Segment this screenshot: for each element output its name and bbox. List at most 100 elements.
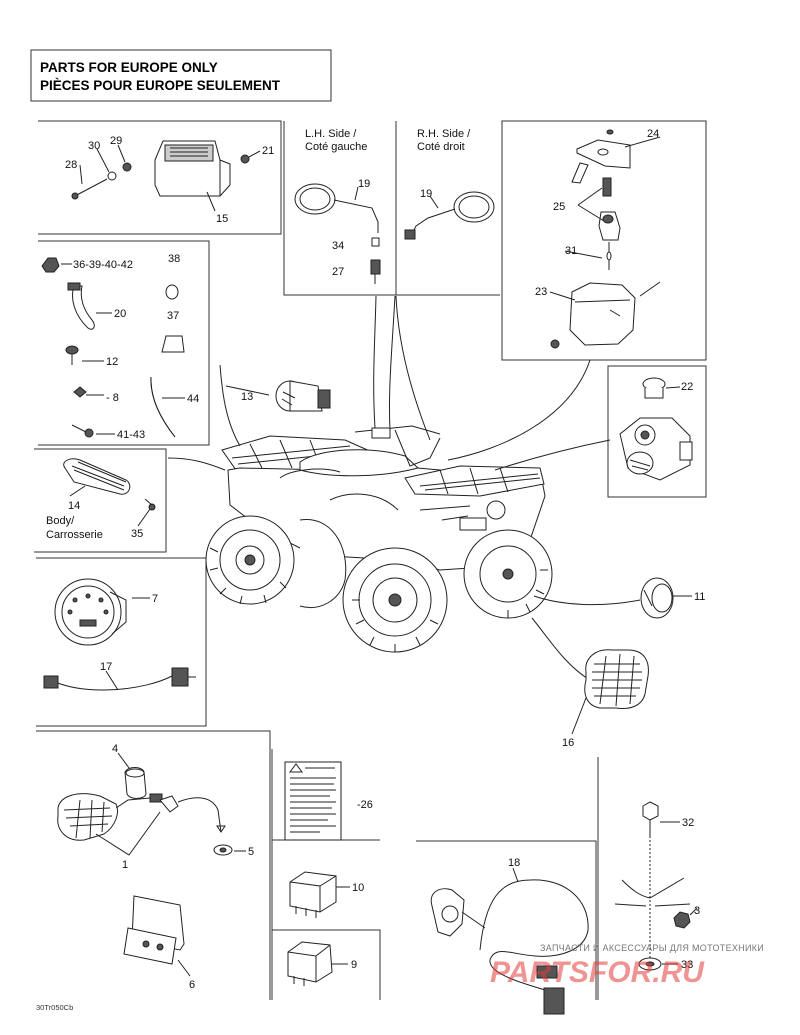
atv-icon (205, 425, 553, 653)
turn-signal-icon (57, 767, 226, 841)
callout-30: 30 (88, 140, 100, 152)
bolt-icon (65, 345, 79, 365)
callout-17: 17 (100, 661, 112, 673)
mirror-icon (404, 191, 495, 240)
leader-lines (167, 295, 641, 681)
tail-light-icon (275, 380, 331, 412)
cable-tie-icon (67, 282, 95, 330)
callout-19-lh: 19 (358, 178, 370, 190)
headlight-icon (550, 281, 661, 349)
grommet-icon (638, 957, 662, 971)
actuator-icon (619, 417, 693, 481)
callout-5: 5 (248, 846, 254, 858)
callout-20: 20 (114, 308, 126, 320)
callout-26: -26 (357, 799, 373, 811)
header-box: PARTS FOR EUROPE ONLY PIÈCES POUR EUROPE… (30, 49, 332, 102)
o-ring-icon (165, 284, 179, 300)
callout-7: 7 (152, 593, 158, 605)
callout-35: 35 (131, 528, 143, 540)
rh-side-label: R.H. Side / (417, 128, 471, 140)
callout-28: 28 (65, 159, 77, 171)
callout-9: 9 (351, 959, 357, 971)
callout-34: 34 (332, 240, 344, 252)
body-label: Body/ (46, 515, 75, 527)
relay-icon (287, 941, 333, 986)
decal-icon (284, 761, 342, 841)
callout-37: 37 (167, 310, 179, 322)
callout-22: 22 (681, 381, 693, 393)
watermark-brand: PARTSFOR.RU (490, 956, 705, 989)
nut-icon (41, 257, 60, 273)
decal-icon (161, 335, 185, 353)
gauge-icon (54, 578, 127, 646)
harness-icon (43, 667, 196, 691)
mirror-lh-group: L.H. Side / Coté gauche 19 34 27 (294, 128, 381, 284)
horn-group: 11 (640, 577, 705, 619)
callout-19-rh: 19 (420, 188, 432, 200)
horn-icon (640, 577, 674, 619)
ignition-switch-icon (571, 129, 631, 270)
ground-group: 32 3 33 (614, 801, 700, 971)
rh-side-label-fr: Coté droit (417, 141, 465, 153)
relay-9-group: 9 (287, 941, 357, 986)
header-line-2: PIÈCES POUR EUROPE SEULEMENT (40, 78, 281, 93)
callout-3: 3 (694, 905, 700, 917)
mirror-icon (294, 183, 381, 284)
headlight-icon (584, 649, 649, 709)
watermark: ЗАПЧАСТИ И АКСЕССУАРЫ ДЛЯ МОТОТЕХНИКИ PA… (490, 943, 764, 989)
callout-23: 23 (535, 286, 547, 298)
screw-icon (71, 424, 94, 438)
callout-31: 31 (565, 245, 577, 257)
callout-16: 16 (562, 737, 574, 749)
callout-18: 18 (508, 857, 520, 869)
callout-6: 6 (189, 979, 195, 991)
turn-signal-group: 4 1 5 (57, 743, 254, 871)
harness-18-group: 18 (430, 857, 589, 1015)
ignition-group: 24 25 31 23 (535, 128, 661, 349)
callout-24: 24 (647, 128, 659, 140)
mirror-rh-group: R.H. Side / Coté droit 19 (404, 128, 495, 240)
watermark-tagline: ЗАПЧАСТИ И АКСЕССУАРЫ ДЛЯ МОТОТЕХНИКИ (540, 943, 764, 953)
harness-icon (430, 879, 589, 1015)
header-line-1: PARTS FOR EUROPE ONLY (40, 60, 218, 75)
nut-icon (122, 154, 250, 172)
decal-group: -26 (284, 761, 373, 841)
grommet-icon (213, 844, 233, 856)
gauge-group: 7 17 (43, 578, 196, 691)
bracket-icon (123, 895, 185, 965)
callout-13: 13 (241, 391, 253, 403)
tail-light-13-group: 13 (225, 380, 331, 412)
callout-27: 27 (332, 266, 344, 278)
callout-38: 38 (168, 253, 180, 265)
callout-12: 12 (106, 356, 118, 368)
callout-4: 4 (112, 743, 118, 755)
bracket-group: 6 (123, 895, 195, 991)
lh-side-label: L.H. Side / (305, 128, 357, 140)
callout-21: 21 (262, 145, 274, 157)
tail-light-group: 28 30 29 21 15 (65, 135, 274, 225)
headlight-16-group: 16 (562, 649, 649, 749)
callout-36-39-40-42: 36-39-40-42 (73, 259, 133, 271)
callout-8: - 8 (106, 392, 119, 404)
callout-11: 11 (694, 591, 705, 603)
callout-1: 1 (122, 859, 128, 871)
clip-icon (73, 386, 87, 398)
nut-icon (673, 911, 691, 929)
callout-10: 10 (352, 882, 364, 894)
bolt-icon (71, 178, 108, 200)
callout-33: 33 (681, 959, 693, 971)
callout-32: 32 (682, 817, 694, 829)
relay-10-group: 10 (289, 871, 364, 918)
callout-44: 44 (187, 393, 199, 405)
drawing-code: 30Tr050Cb (36, 1003, 73, 1012)
switch-22-group: 22 (619, 377, 693, 481)
washer-icon (107, 171, 117, 181)
small-parts-group: 36-39-40-42 38 20 37 12 44 - 8 (41, 253, 199, 441)
bolt-icon (642, 801, 659, 838)
hose-icon (150, 376, 176, 438)
lh-side-label-fr: Coté gauche (305, 141, 367, 153)
relay-icon (289, 871, 337, 918)
tail-light-icon (154, 140, 231, 197)
callout-25: 25 (553, 201, 565, 213)
